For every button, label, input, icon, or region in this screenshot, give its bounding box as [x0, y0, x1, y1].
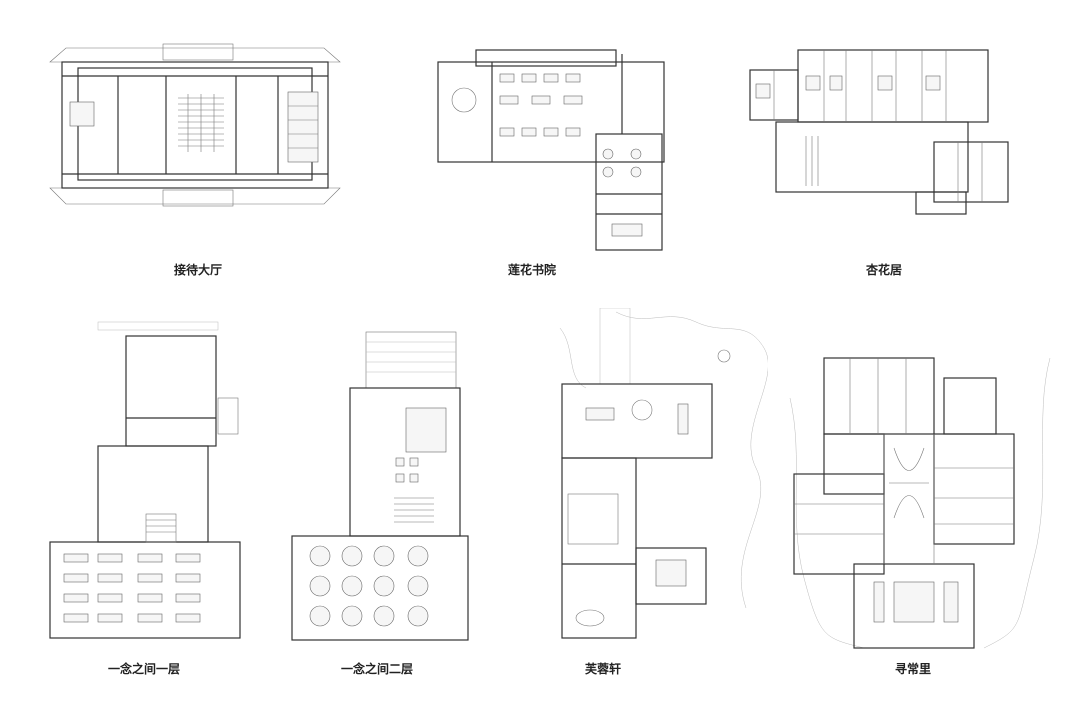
- plan-label: 芙蓉轩: [584, 662, 622, 676]
- floor-plan-xunchangli: [784, 338, 1056, 652]
- floor-plan-yinian-floor-1: [42, 318, 248, 644]
- floor-plan-yinian-floor-2: [284, 328, 474, 644]
- plan-label: 一念之间一层: [107, 662, 181, 676]
- plan-label: 寻常里: [894, 662, 932, 676]
- floor-plan-furong-pavilion: [556, 308, 768, 642]
- plan-label: 一念之间二层: [340, 662, 414, 676]
- floor-plan-apricot-residence: [746, 46, 1012, 218]
- plan-label: 莲花书院: [507, 263, 557, 277]
- plan-label: 杏花居: [865, 263, 903, 277]
- plan-label: 接待大厅: [173, 263, 223, 277]
- floor-plan-lotus-academy: [436, 44, 666, 252]
- floor-plan-reception-hall: [48, 42, 342, 208]
